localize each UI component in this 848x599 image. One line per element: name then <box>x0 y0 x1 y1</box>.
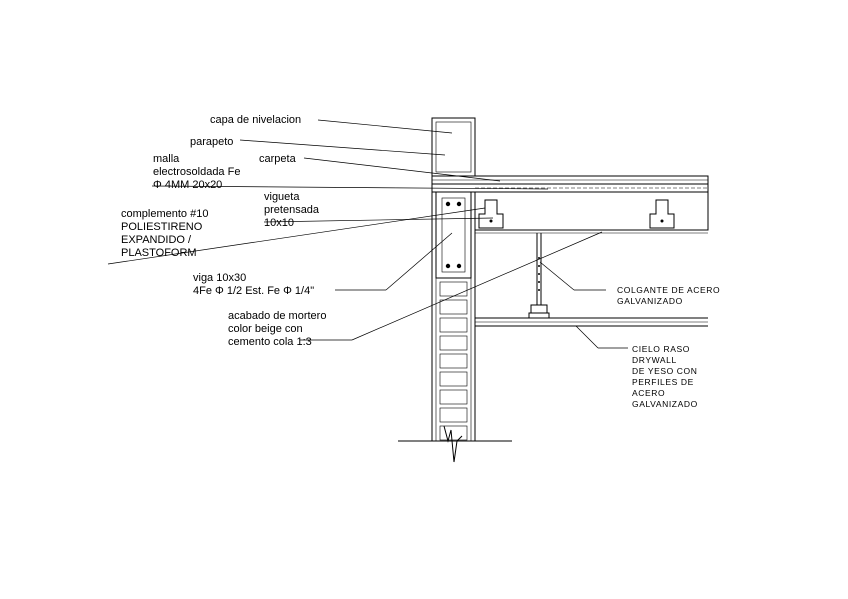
ceiling-hanger <box>528 233 550 319</box>
labels: capa de nivelacion parapeto malla electr… <box>121 114 720 409</box>
label-acabado-3: cemento cola 1:3 <box>228 336 312 348</box>
label-colgante-2: GALVANIZADO <box>617 296 683 306</box>
label-vigueta-3: 10x10 <box>264 217 294 229</box>
label-acabado-2: color beige con <box>228 323 303 335</box>
label-carpeta: carpeta <box>259 153 297 165</box>
label-cielo-6: GALVANIZADO <box>632 399 698 409</box>
label-cielo: CIELO RASO <box>632 344 690 354</box>
drywall-ceiling <box>475 317 708 327</box>
label-malla: malla <box>153 153 180 165</box>
label-colgante: COLGANTE DE ACERO <box>617 285 720 295</box>
joist-right <box>649 199 675 229</box>
label-complemento-3: EXPANDIDO / <box>121 234 192 246</box>
brick-courses <box>439 281 468 441</box>
parapet <box>431 117 476 177</box>
label-capa-nivelacion: capa de nivelacion <box>210 114 301 126</box>
label-cielo-5: ACERO <box>632 388 665 398</box>
leader-lines <box>107 119 628 349</box>
label-vigueta: vigueta <box>264 191 300 203</box>
label-cielo-3: DE YESO CON <box>632 366 698 376</box>
slab-layers <box>431 175 709 193</box>
label-vigueta-2: pretensada <box>264 204 320 216</box>
label-viga-2: 4Fe Φ 1/2 Est. Fe Φ 1/4" <box>193 285 314 297</box>
label-cielo-4: PERFILES DE <box>632 377 694 387</box>
joist-left <box>478 199 504 229</box>
label-malla-2: electrosoldada Fe <box>153 166 240 178</box>
label-acabado: acabado de mortero <box>228 310 326 322</box>
label-parapeto: parapeto <box>190 136 233 148</box>
label-complemento-2: POLIESTIRENO <box>121 221 203 233</box>
label-complemento-4: PLASTOFORM <box>121 247 197 259</box>
label-viga: viga 10x30 <box>193 272 246 284</box>
label-cielo-2: DRYWALL <box>632 355 677 365</box>
break-line <box>398 425 512 463</box>
slab-body <box>474 191 709 234</box>
label-malla-3: Φ 4MM 20x20 <box>153 179 222 191</box>
label-complemento: complemento #10 <box>121 208 208 220</box>
wall-beam <box>431 191 476 441</box>
